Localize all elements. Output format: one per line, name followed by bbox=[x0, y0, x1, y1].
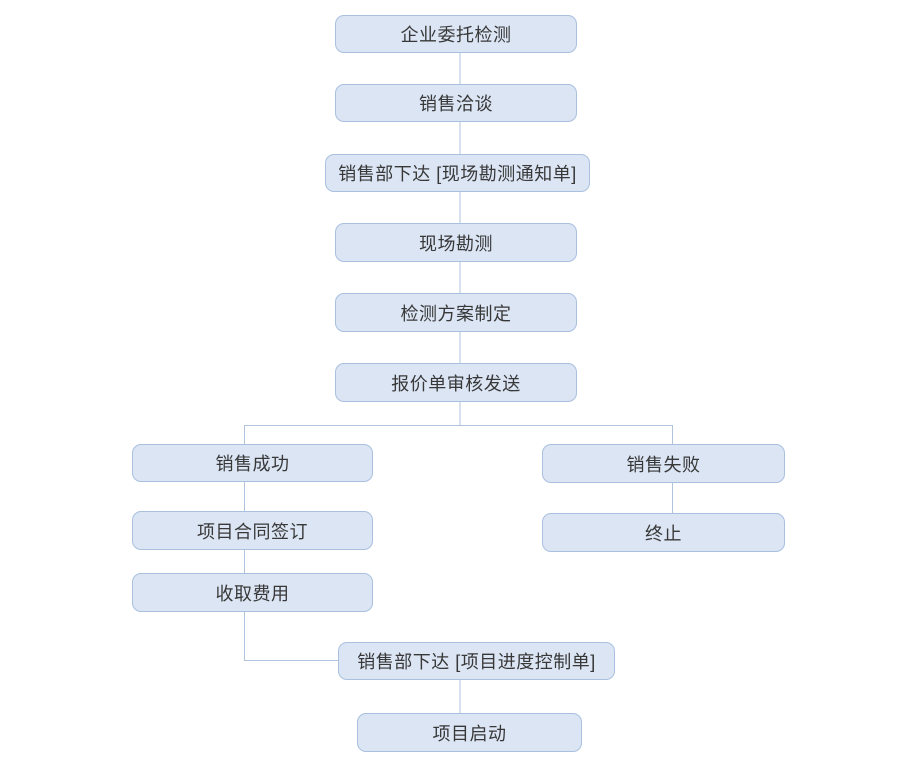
connector-quotation-to-success bbox=[244, 402, 461, 444]
node-sales-failure: 销售失败 bbox=[542, 444, 785, 483]
connector-fee-to-progress-control bbox=[244, 612, 338, 661]
node-sales-success: 销售成功 bbox=[132, 444, 373, 482]
connector-quotation-to-failure bbox=[460, 425, 673, 444]
node-fee-collection: 收取费用 bbox=[132, 573, 373, 612]
node-project-contract-signing: 项目合同签订 bbox=[132, 511, 373, 550]
node-testing-plan-formulation: 检测方案制定 bbox=[335, 293, 577, 332]
node-sales-dept-issues-site-survey-notice: 销售部下达 [现场勘测通知单] bbox=[325, 154, 590, 192]
node-quotation-review-send: 报价单审核发送 bbox=[335, 363, 577, 402]
node-site-survey: 现场勘测 bbox=[335, 223, 577, 262]
node-project-launch: 项目启动 bbox=[357, 713, 582, 752]
node-termination: 终止 bbox=[542, 513, 785, 552]
node-sales-dept-issues-progress-control-sheet: 销售部下达 [项目进度控制单] bbox=[338, 642, 615, 680]
node-enterprise-entrusted-testing: 企业委托检测 bbox=[335, 15, 577, 53]
node-sales-negotiation: 销售洽谈 bbox=[335, 84, 577, 122]
